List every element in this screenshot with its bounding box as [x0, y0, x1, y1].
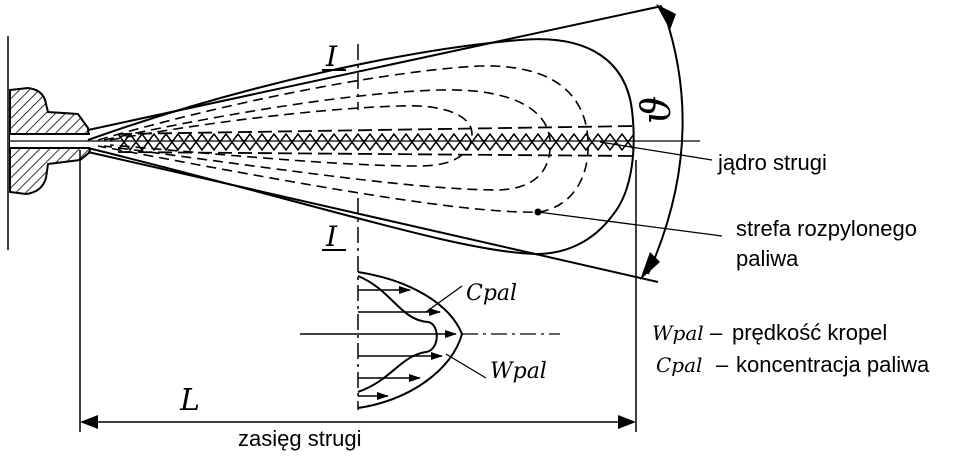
core-leader: [599, 141, 713, 161]
legend-wpal-dash: –: [710, 320, 723, 345]
outer-envelope: [87, 38, 635, 256]
spray-cone: [10, 5, 700, 283]
velocity-profile: [300, 271, 560, 409]
wpal-leader: [445, 353, 487, 379]
range-label: zasięg strugi: [238, 426, 362, 451]
angle-symbol: ϑ: [634, 95, 680, 124]
core-hatching-b: [117, 132, 635, 152]
zone-leader: [537, 211, 723, 237]
concentration-legend: koncentracja paliwa: [736, 352, 930, 377]
zone-label-line2: paliwa: [736, 246, 799, 271]
length-symbol: L: [179, 383, 200, 418]
range-dimension: L: [79, 150, 637, 432]
core-label: jądro strugi: [717, 150, 827, 175]
core-boundaries: [117, 125, 637, 157]
legend-wpal-symbol: Wpal: [652, 321, 704, 345]
section-line: I I: [322, 40, 359, 410]
section-mark-top: I: [325, 40, 338, 73]
concentration-profile: [357, 275, 438, 393]
velocity-legend: prędkość kropel: [732, 320, 887, 345]
cpal-leader: [425, 285, 463, 313]
contour-2: [103, 89, 551, 191]
legend-cpal-dash: –: [716, 352, 729, 377]
wpal-symbol: Wpal: [490, 359, 547, 384]
zone-label-line1: strefa rozpylonego: [736, 216, 917, 241]
contour-1: [97, 65, 589, 213]
spray-angle: ϑ: [634, 4, 684, 280]
cpal-symbol: Cpal: [466, 281, 517, 306]
cone-lower-edge: [87, 151, 659, 283]
contour-3: [109, 105, 473, 167]
legend-cpal-symbol: Cpal: [656, 353, 702, 377]
section-mark-bottom: I: [325, 220, 338, 253]
